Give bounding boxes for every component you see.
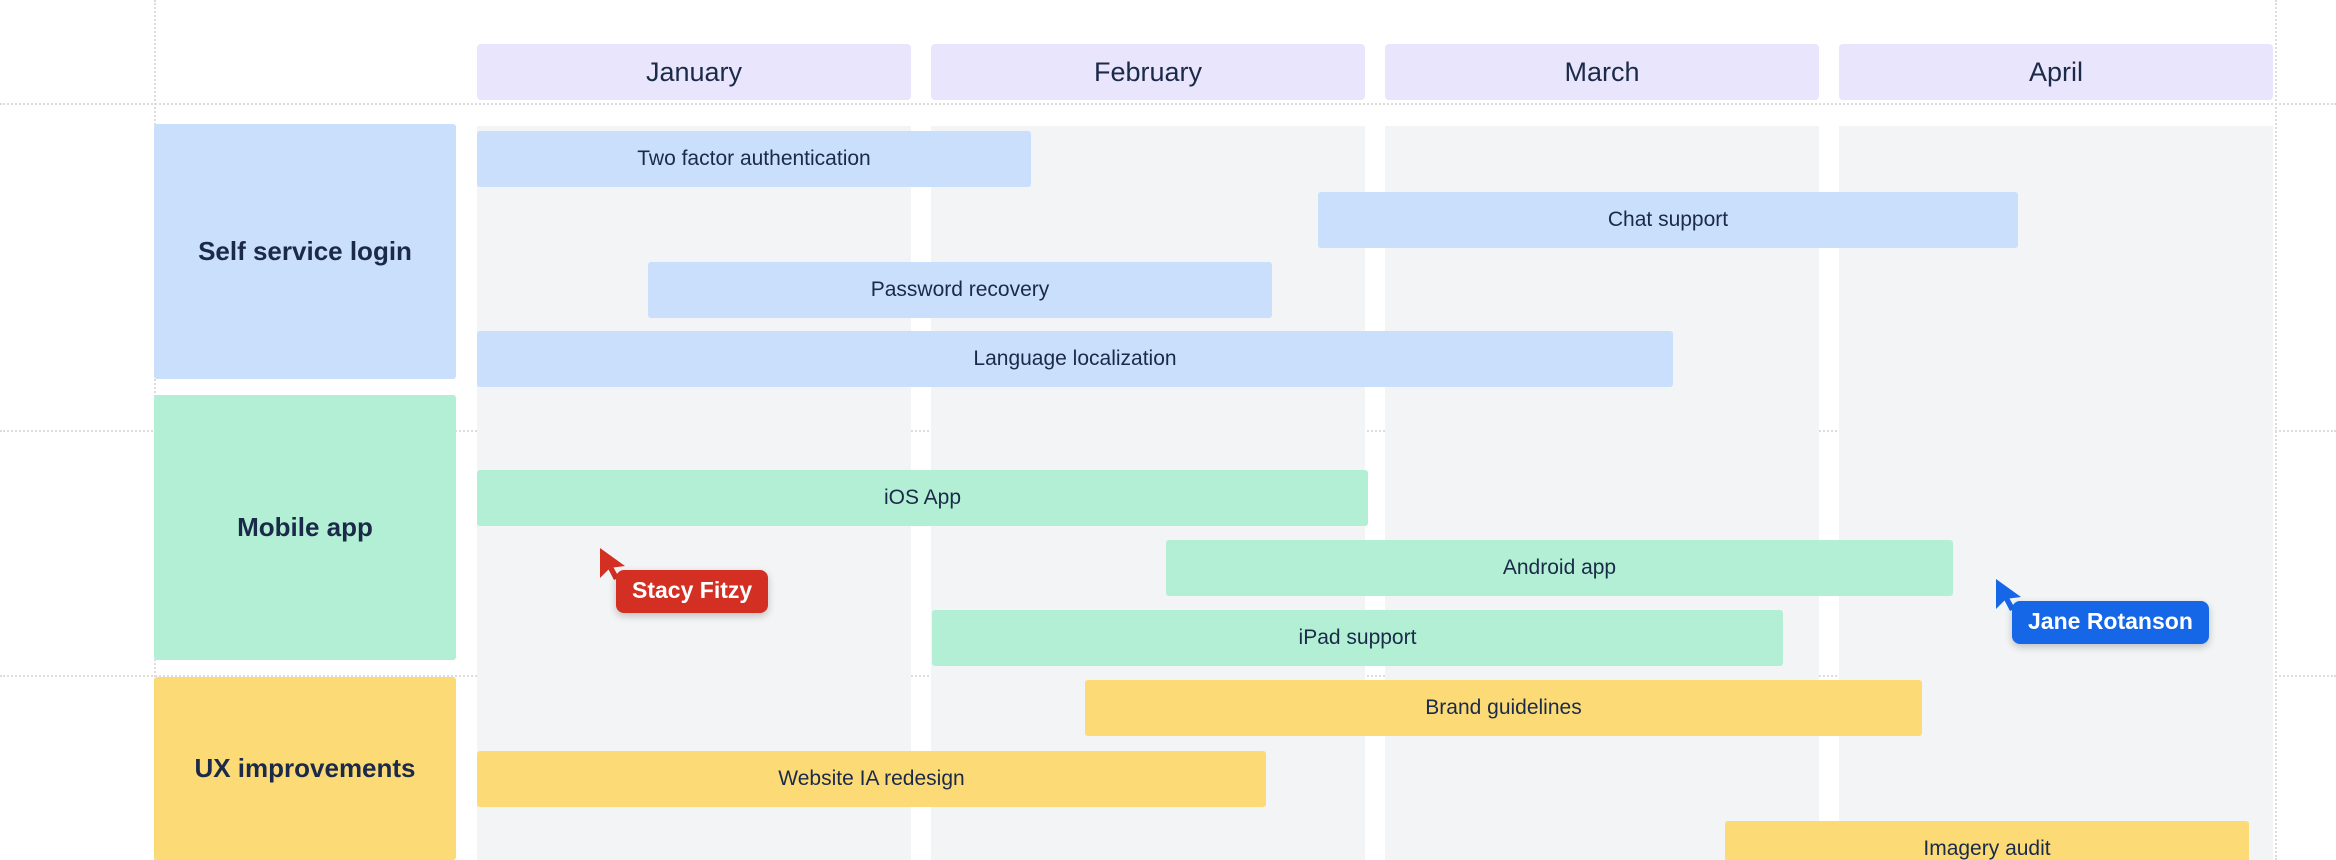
group-label-self-service-login[interactable]: Self service login [154,124,456,379]
task-bar[interactable]: iOS App [477,470,1368,526]
task-bar[interactable]: iPad support [932,610,1783,666]
guide-line-horizontal-0 [0,103,2336,105]
task-bar[interactable]: Imagery audit [1725,821,2249,860]
task-bar[interactable]: Password recovery [648,262,1272,318]
task-bar[interactable]: Website IA redesign [477,751,1266,807]
group-label-mobile-app[interactable]: Mobile app [154,395,456,660]
task-bar[interactable]: Two factor authentication [477,131,1031,187]
group-label-ux-improvements[interactable]: UX improvements [154,677,456,860]
month-header-january[interactable]: January [477,44,911,100]
month-header-april[interactable]: April [1839,44,2273,100]
task-bar[interactable]: Android app [1166,540,1953,596]
month-header-march[interactable]: March [1385,44,1819,100]
month-column-band-april [1839,126,2273,860]
task-bar[interactable]: Chat support [1318,192,2018,248]
task-bar[interactable]: Language localization [477,331,1673,387]
guide-line-vertical-1 [2275,0,2277,860]
month-column-band-march [1385,126,1819,860]
task-bar[interactable]: Brand guidelines [1085,680,1922,736]
month-header-february[interactable]: February [931,44,1365,100]
